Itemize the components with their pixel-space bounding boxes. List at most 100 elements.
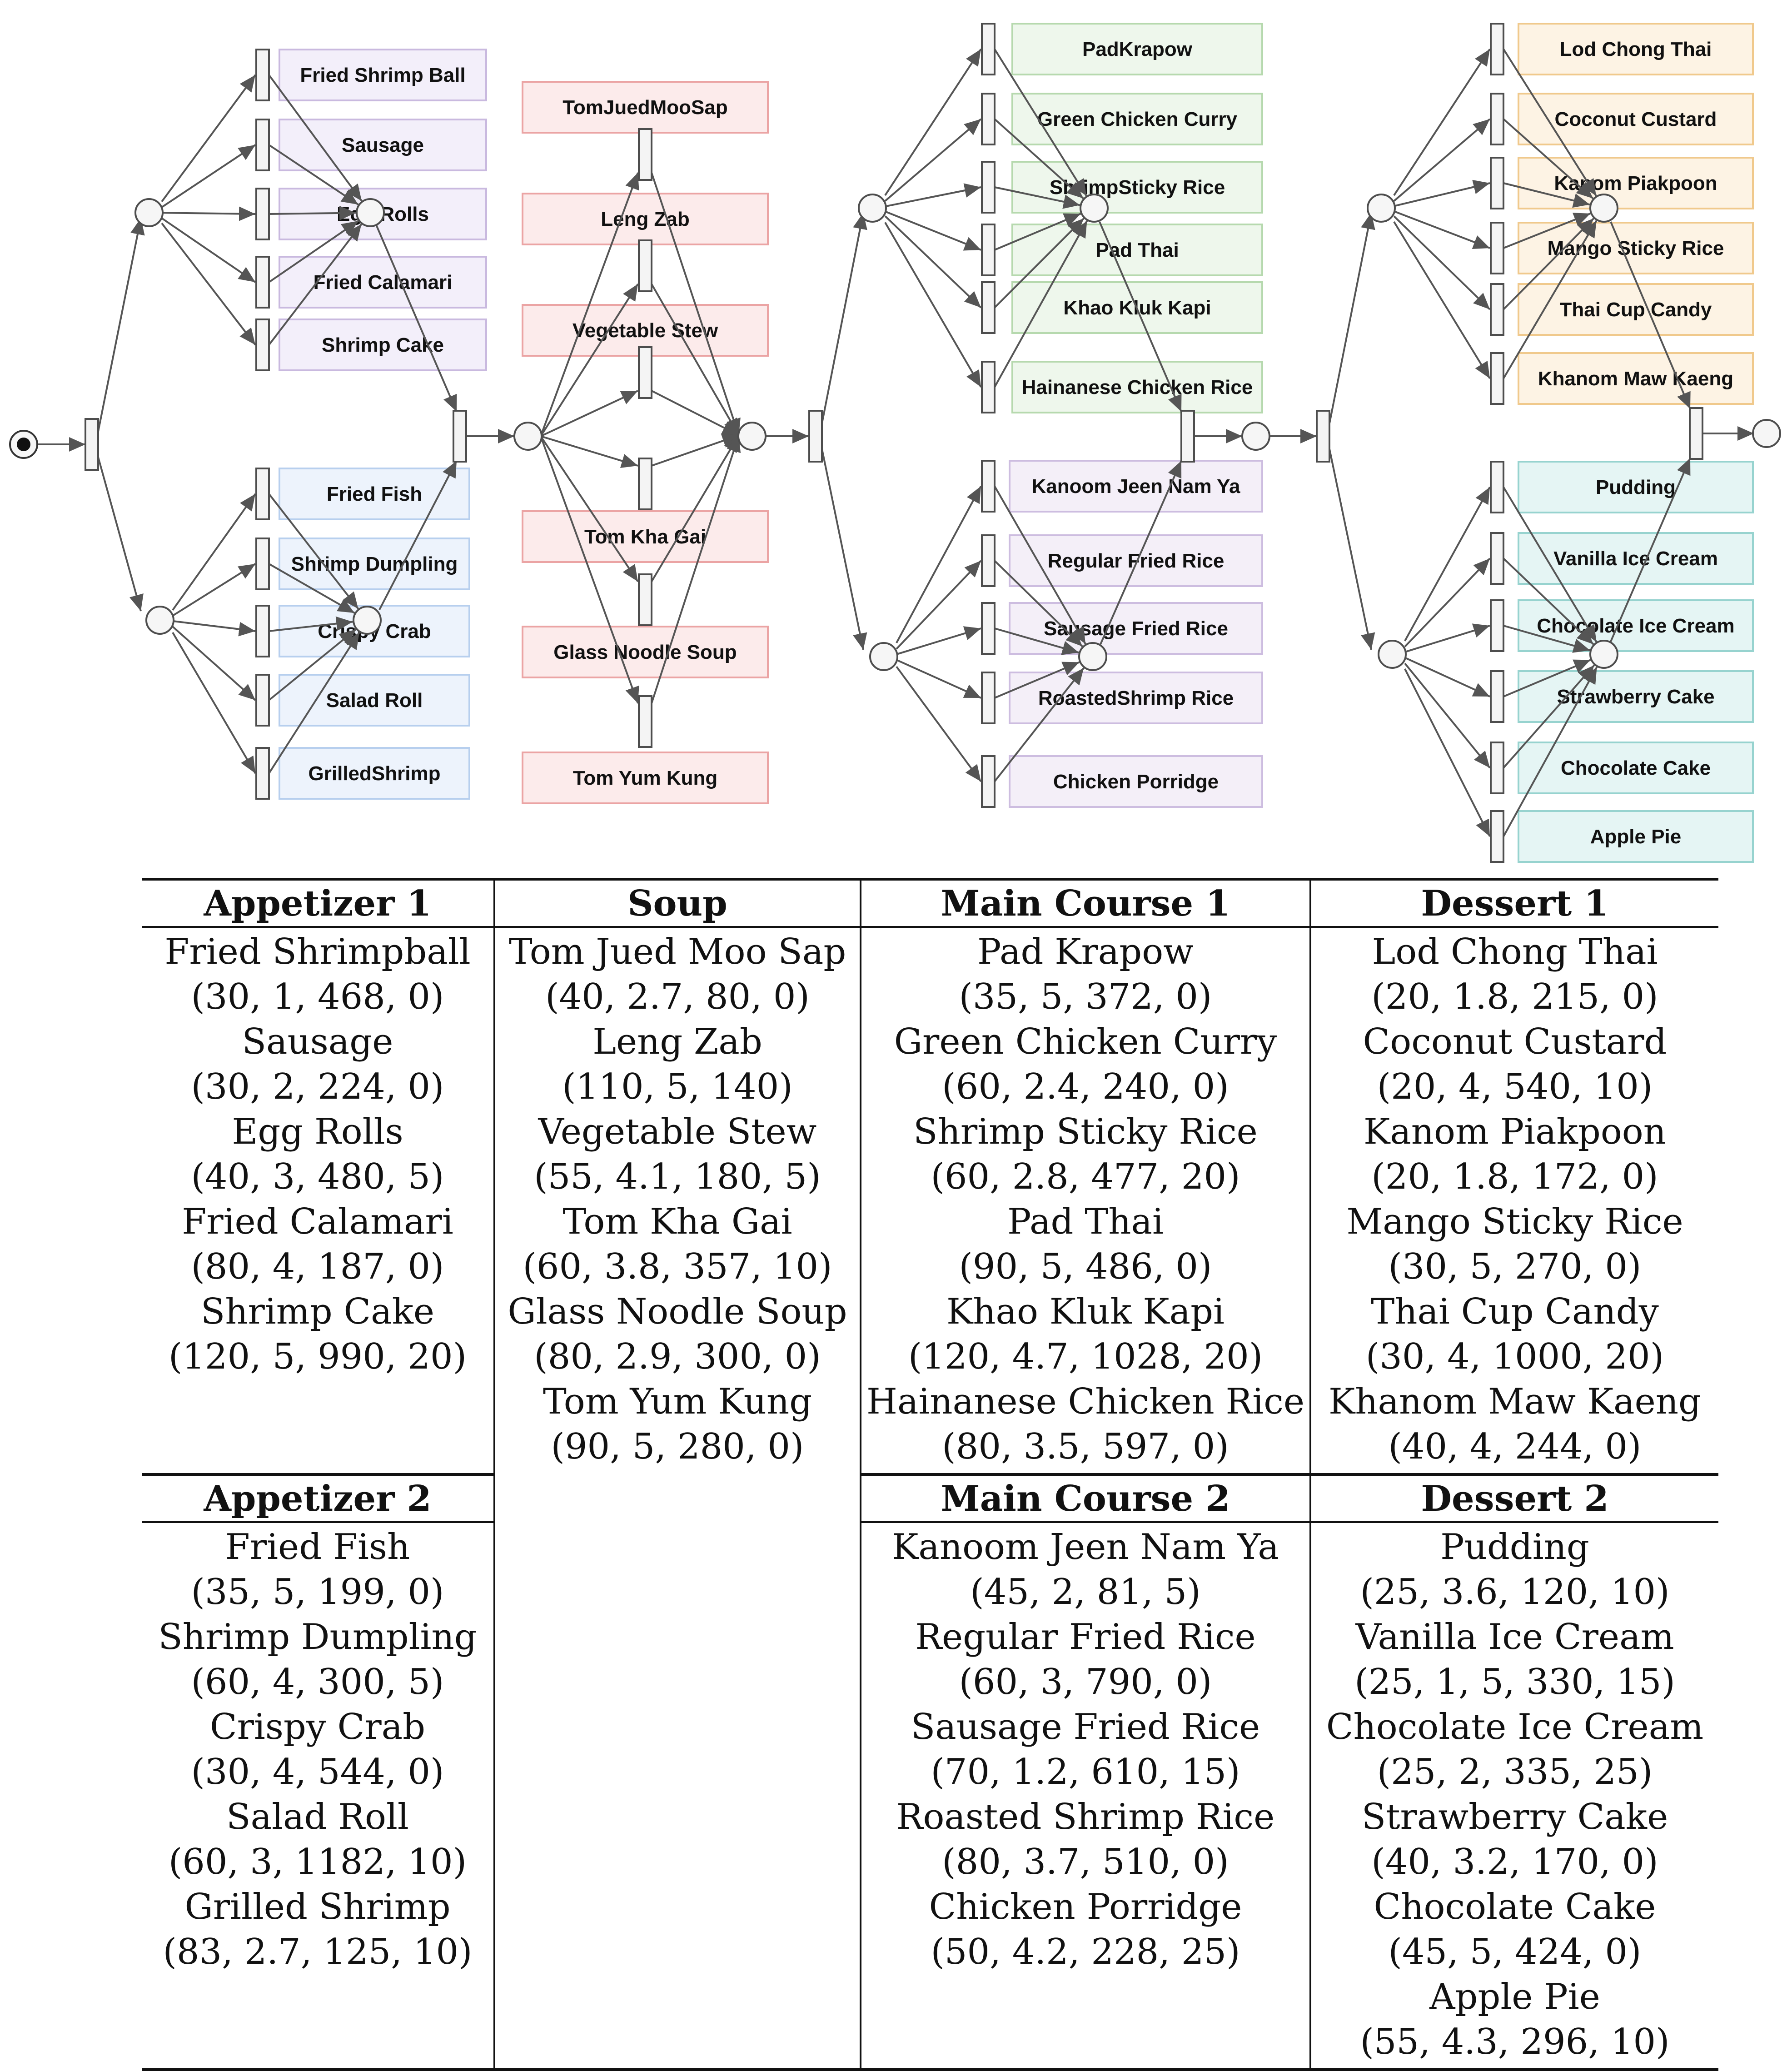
dish-box: Tom Yum Kung (522, 752, 769, 804)
dish-name: Crispy Crab (209, 1707, 426, 1747)
arc (651, 172, 741, 436)
arc (651, 390, 739, 436)
dish-name: Chocolate Cake (1374, 1887, 1656, 1927)
dish-box-label: Strawberry Cake (1557, 686, 1714, 708)
dish-box-label: RoastedShrimp Rice (1038, 687, 1234, 709)
dessert-2-transition (1490, 742, 1504, 794)
arc (1404, 662, 1491, 769)
dish-box-label: Tom Kha Gai (584, 526, 706, 548)
dish-stats: (25, 2, 335, 25) (1377, 1752, 1653, 1792)
dish-box: Fried Calamari (279, 256, 487, 309)
dish-box-label: Shrimp Dumpling (291, 553, 458, 575)
dish-box: Glass Noodle Soup (522, 626, 769, 678)
dish-box: Thai Cup Candy (1518, 283, 1754, 336)
dish-name: Shrimp Sticky Rice (913, 1111, 1258, 1152)
arc (1329, 212, 1375, 424)
dish-box: Shrimp Dumpling (279, 538, 470, 590)
arc (268, 493, 359, 609)
appetizer-join-transition (453, 410, 467, 463)
dish-box: Shrimp Cake (279, 319, 487, 371)
arc (172, 493, 256, 611)
dish-name: Leng Zab (592, 1021, 762, 1062)
appetizer-2-split-place (145, 606, 174, 635)
dish-box-frame (1011, 361, 1263, 413)
dish-stats: (60, 3, 1182, 10) (168, 1842, 467, 1882)
dish-stats: (60, 4, 300, 5) (191, 1662, 444, 1703)
dessert-1-transition (1490, 283, 1504, 336)
dish-stats: (50, 4.2, 228, 25) (931, 1932, 1240, 1972)
arc (268, 632, 360, 774)
dish-stats: (25, 1, 5, 330, 15) (1354, 1662, 1675, 1703)
main-course-1-join-place (1080, 194, 1109, 223)
dish-name: Hainanese Chicken Rice (866, 1381, 1305, 1422)
dish-stats: (90, 5, 280, 0) (551, 1426, 804, 1467)
arc (884, 215, 982, 309)
arc (378, 460, 458, 610)
arc (994, 627, 1079, 655)
dish-name: Strawberry Cake (1361, 1797, 1668, 1837)
dish-box-frame (1518, 670, 1754, 723)
arc (1503, 667, 1598, 837)
dish-box-frame (522, 752, 769, 804)
dish-box-frame (522, 626, 769, 678)
arc (269, 563, 355, 614)
dish-box-label: Chocolate Cake (1561, 757, 1711, 779)
arc (161, 223, 256, 346)
soup-transition (638, 458, 652, 510)
dessert-1-split-place (1367, 194, 1396, 223)
dish-box: Leng Zab (522, 193, 769, 245)
fork-transition (85, 418, 99, 471)
main-out-place (1241, 422, 1270, 451)
dish-stats: (30, 4, 1000, 20) (1365, 1336, 1664, 1377)
main-course-1-split-place (858, 194, 887, 223)
dish-stats: (25, 3.6, 120, 10) (1360, 1572, 1670, 1613)
arc (172, 626, 256, 701)
dish-box-frame (1518, 742, 1754, 794)
dish-box-label: Salad Roll (326, 689, 423, 712)
dish-box: Lod Chong Thai (1518, 23, 1754, 75)
dessert-1-transition (1490, 93, 1504, 145)
dish-box: Sausage Fried Rice (1009, 602, 1263, 655)
dish-box-label: Fried Fish (327, 483, 422, 505)
dish-box-frame (279, 747, 470, 800)
dish-name: Regular Fried Rice (915, 1617, 1256, 1658)
arc (540, 435, 639, 582)
appetizer-1-transition (255, 256, 270, 309)
dish-box-label: Kanom Piakpoon (1554, 172, 1717, 194)
dish-box-frame (1518, 810, 1754, 863)
cell-appetizer-2: Fried Fish(35, 5, 199, 0)Shrimp Dumpling… (142, 1522, 495, 2071)
arc (994, 118, 1084, 199)
dish-box: Chocolate Cake (1518, 742, 1754, 794)
dish-box: Tom Kha Gai (522, 510, 769, 563)
dish-name: Shrimp Dumpling (158, 1617, 477, 1658)
main-course-2-transition (981, 672, 996, 724)
dish-box-frame (1009, 755, 1263, 808)
dish-box: Khanom Maw Kaeng (1518, 352, 1754, 405)
dish-name: Chocolate Ice Cream (1326, 1707, 1704, 1747)
dish-stats: (35, 5, 372, 0) (959, 976, 1212, 1017)
dessert-2-transition (1490, 599, 1504, 652)
dish-box: Hainanese Chicken Rice (1011, 361, 1263, 413)
arc (1100, 460, 1182, 645)
arc (1610, 458, 1691, 642)
dish-box-label: Thai Cup Candy (1560, 299, 1712, 321)
main-join-transition (1180, 410, 1195, 463)
arc (1503, 558, 1594, 645)
dish-box: Kanoom Jeen Nam Ya (1009, 460, 1263, 513)
dish-box: Chocolate Ice Cream (1518, 599, 1754, 652)
dish-stats: (80, 2.9, 300, 0) (534, 1336, 821, 1377)
dish-box-label: Fried Shrimp Ball (300, 64, 465, 86)
dish-box-label: Glass Noodle Soup (553, 641, 737, 663)
dish-name: Fried Fish (225, 1527, 410, 1568)
dish-box-frame (279, 319, 487, 371)
table-header-row: Appetizer 1 Soup Main Course 1 Dessert 1 (142, 878, 1718, 928)
dish-name: Mango Sticky Rice (1346, 1201, 1683, 1242)
arc (172, 563, 256, 617)
dish-box-frame (1009, 534, 1263, 587)
arc (1404, 487, 1491, 642)
main-course-1-transition (981, 361, 996, 413)
arc (1404, 558, 1491, 647)
dish-box: Sausage (279, 119, 487, 171)
dish-box: TomJuedMooSap (522, 81, 769, 134)
arc (268, 628, 357, 701)
